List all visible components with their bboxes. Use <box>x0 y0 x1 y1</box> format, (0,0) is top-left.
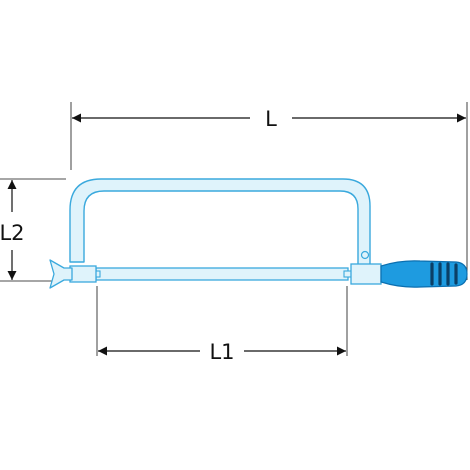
wing-nut <box>49 259 73 289</box>
handle-grip <box>430 262 458 286</box>
handle-ferrule <box>350 263 382 285</box>
label-L2: L2 <box>0 221 25 245</box>
dimension-L: L <box>70 102 468 280</box>
hacksaw-illustration <box>49 178 468 289</box>
handle <box>380 260 468 288</box>
dimension-L1: L1 <box>96 286 348 364</box>
frame-rivet <box>360 250 370 260</box>
label-L: L <box>265 107 277 131</box>
saw-blade <box>95 267 349 281</box>
label-L1: L1 <box>209 340 234 364</box>
dimension-L2: L2 <box>0 178 66 282</box>
saw-frame <box>69 178 371 271</box>
tension-block-left <box>69 265 97 283</box>
